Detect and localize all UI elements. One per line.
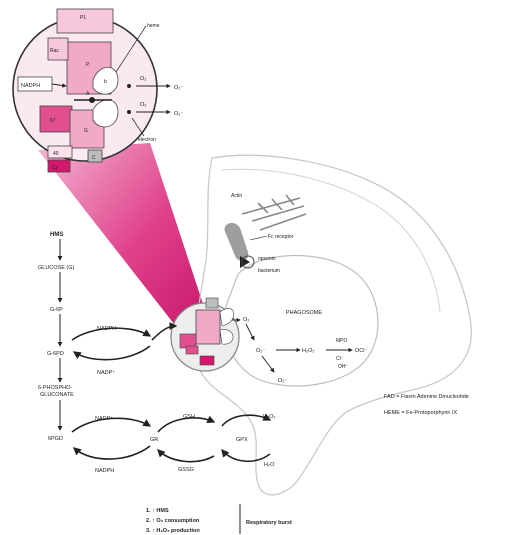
- subunit-label-d: G: [84, 128, 88, 134]
- small-flavocytochrome: [196, 310, 220, 344]
- glucose-label: GLUCOSE (G): [38, 265, 75, 271]
- subunit-label-a: P1: [80, 15, 86, 21]
- oh-label: OH⁻: [338, 364, 349, 370]
- subunit-label-e: Rac: [50, 48, 59, 54]
- zoom-o2-bot-out: O₂⁻: [174, 111, 183, 117]
- burst-label: Respiratory burst: [246, 520, 292, 526]
- zoom-electron-label: electron: [138, 137, 156, 143]
- gssg-label: GSSG: [178, 467, 194, 473]
- pgluconate-label-1: 6-PHOSPHO-: [38, 385, 72, 391]
- zoom-heme-label: heme: [147, 23, 160, 29]
- subunit-label-j: C: [92, 155, 96, 161]
- legend-fad: FAD = Flavin Adenine Dinucleotide: [384, 394, 469, 400]
- hms-label: HMS: [50, 232, 63, 238]
- nadph-2-label: NADPH: [95, 468, 114, 474]
- subunit-label-h: Cy: [52, 165, 59, 171]
- cell-o2-minus-label: O₂⁻: [256, 348, 265, 354]
- cell-h2o2-label: H₂O₂: [302, 348, 315, 354]
- ocl-label: OCl⁻: [355, 348, 367, 354]
- subunit-f: [40, 106, 72, 132]
- gr-label: GR: [150, 437, 158, 443]
- subunit-label-i: b: [104, 79, 107, 85]
- gsh-label: GSH: [183, 414, 195, 420]
- cell-o2-label: O₂: [243, 317, 249, 323]
- legend-heme: HEME = Fe-Protoporphyrin IX: [384, 410, 458, 416]
- fc-receptor-label: Fc receptor: [268, 234, 294, 240]
- zoom-o2-bot: O₂: [140, 102, 146, 108]
- subunit-label-f: 67: [50, 118, 56, 124]
- subunit-a: [57, 9, 113, 33]
- gpx-h2o2-label: H₂O₂: [263, 414, 276, 420]
- bacterium-label: bacterium: [258, 268, 280, 274]
- actin-label: Actin: [231, 193, 242, 199]
- pgd-label: 6PGD: [48, 436, 63, 442]
- superoxide-out-label: ·O₂⁻: [276, 378, 287, 384]
- burst-item-1: 1. ↑ HMS: [146, 508, 169, 514]
- zoom-o2-top-out: O₂⁻: [174, 85, 183, 91]
- mpo-label: MPO: [336, 338, 348, 344]
- zoom-nadph-label: NADPH: [21, 83, 40, 89]
- burst-item-3: 3. ↑ H₂O₂ production: [146, 528, 200, 534]
- phagosome-label: PHAGOSOME: [286, 310, 322, 316]
- subunit-label-g: 40: [53, 151, 59, 157]
- pgluconate-label-2: GLUCONATE: [40, 392, 74, 398]
- subunit-g: [48, 146, 72, 158]
- zoom-o2-top: O₂: [140, 76, 146, 82]
- opsonin-label: opsonin: [258, 256, 276, 262]
- nadp-2-label: NADP⁺: [95, 415, 113, 422]
- actin-filaments: [242, 195, 306, 230]
- fc-receptor-shape: [225, 223, 249, 261]
- gpx-label: GPX: [236, 437, 248, 443]
- nadp-1-label: NADP⁺: [97, 369, 115, 376]
- g6pd-label: G-6PD: [47, 351, 64, 357]
- cl-label: Cl⁻: [336, 356, 344, 362]
- nadph-1-label: NADPH: [97, 326, 116, 332]
- cell-inner-outline: [222, 169, 440, 312]
- burst-item-2: 2. ↑ O₂ consumption: [146, 518, 200, 524]
- g6p-label: G-6P: [50, 307, 63, 313]
- gpx-h2o-label: H₂O: [264, 462, 275, 468]
